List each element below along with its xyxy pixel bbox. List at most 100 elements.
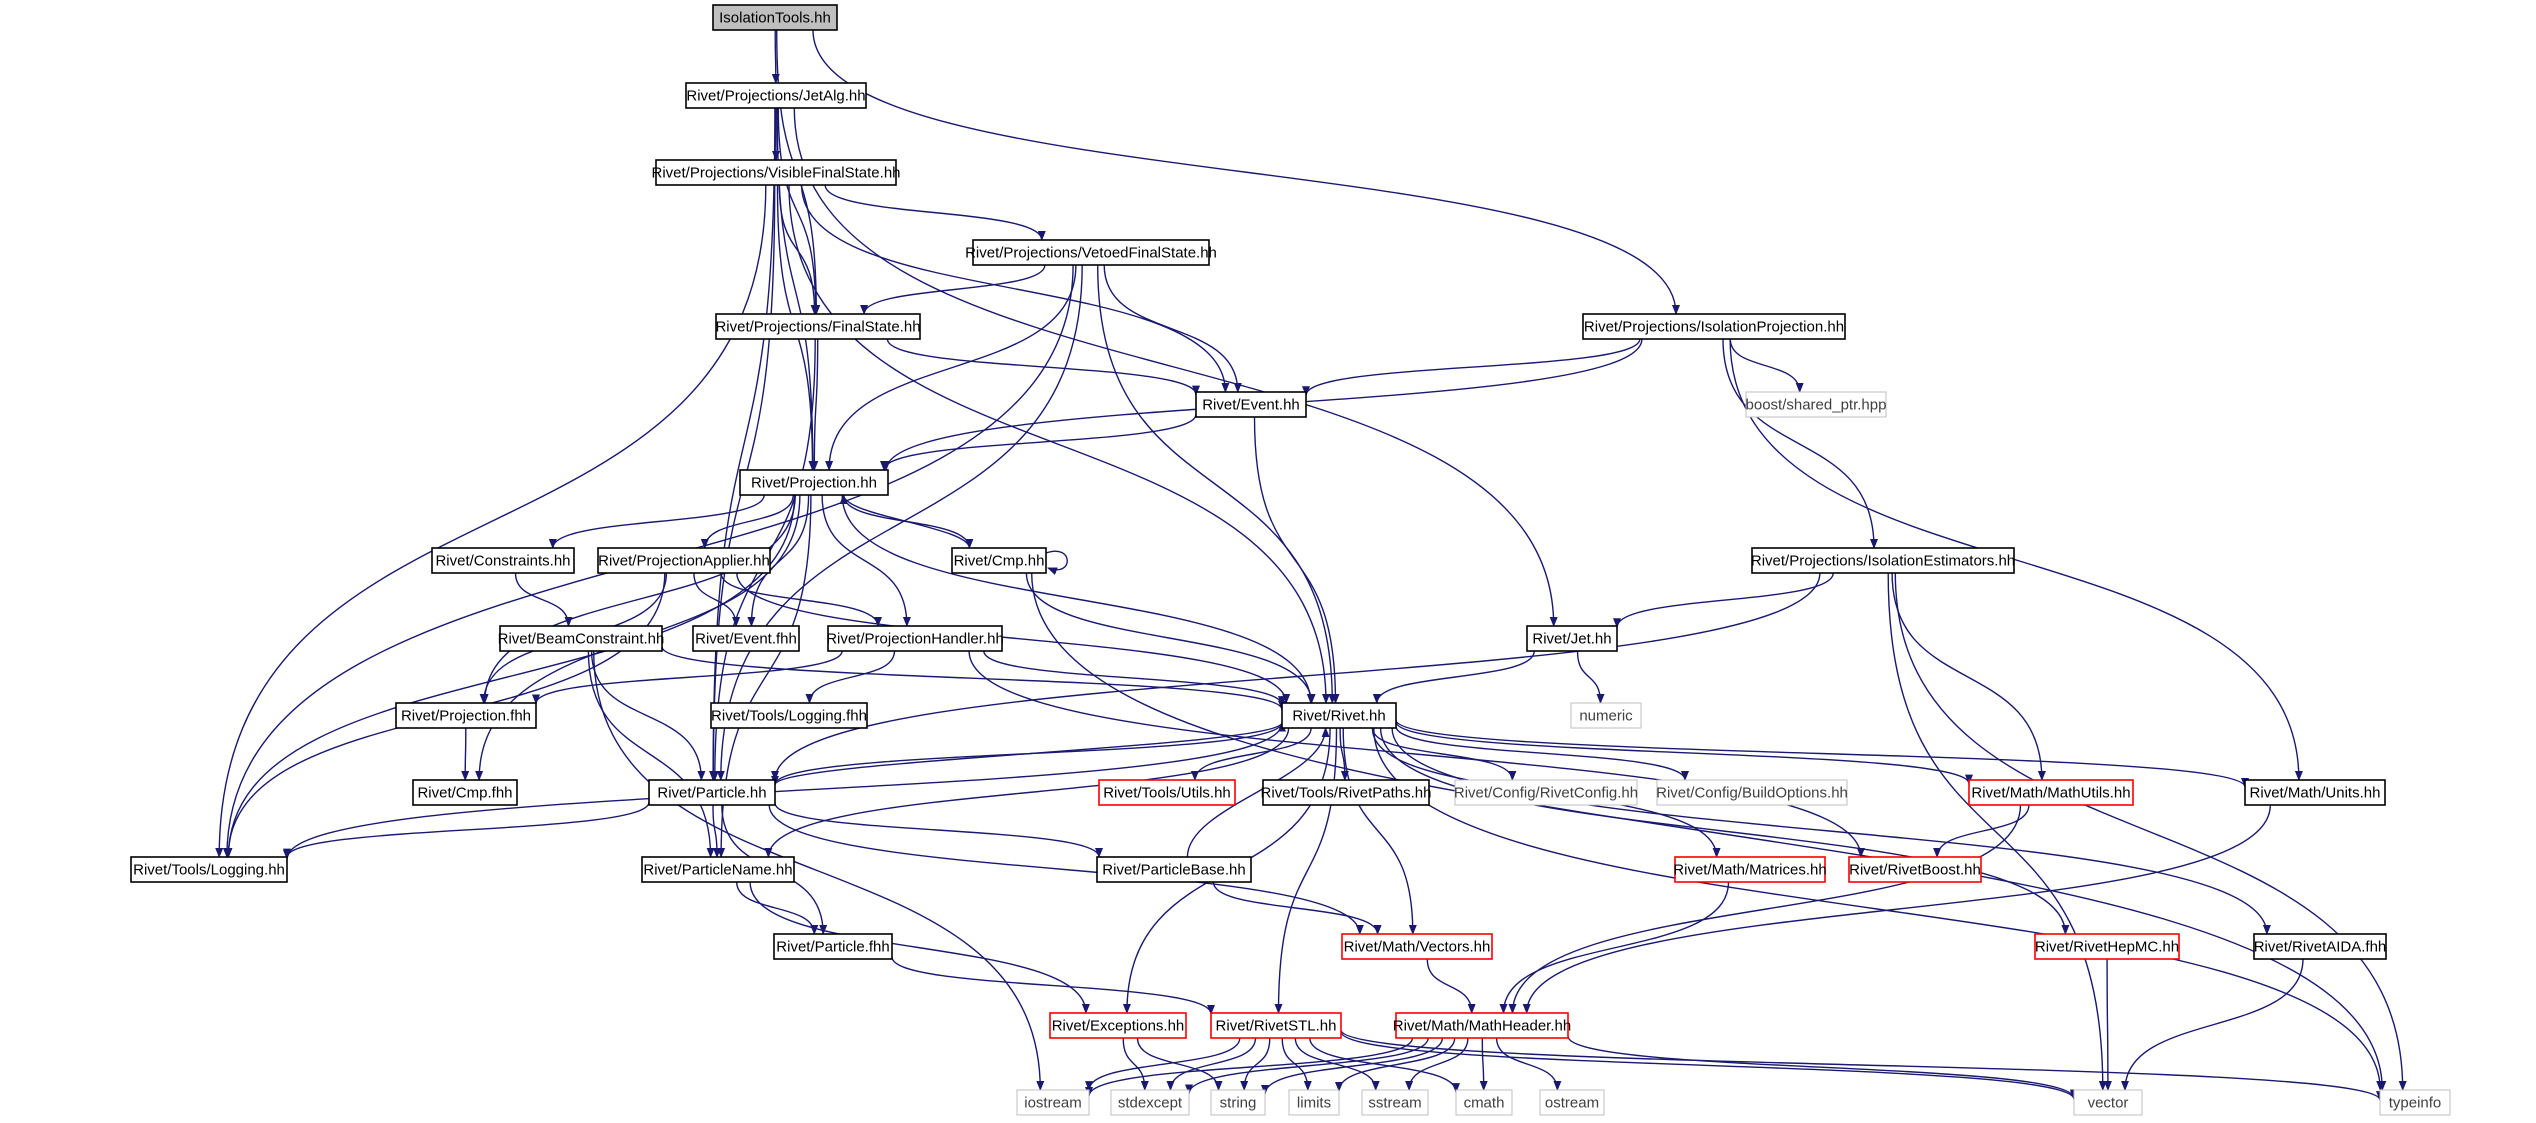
- node-label: Rivet/RivetAIDA.fhh: [2254, 939, 2387, 956]
- node-box: [395, 702, 537, 729]
- edge-Projection-to-Projection_fhh: [480, 494, 796, 704]
- node-box: [827, 625, 1003, 652]
- node-limits: limits: [1288, 1089, 1340, 1116]
- node-Jet[interactable]: Rivet/Jet.hh: [1526, 625, 1618, 652]
- node-FinalState[interactable]: Rivet/Projections/FinalState.hh: [715, 313, 921, 340]
- node-MathHeader[interactable]: Rivet/Math/MathHeader.hh: [1393, 1012, 1571, 1039]
- node-label: Rivet/Projections/VetoedFinalState.hh: [965, 245, 1217, 262]
- edge-IsolationEstimators-to-Particle: [771, 572, 1821, 781]
- node-Particle[interactable]: Rivet/Particle.hh: [648, 779, 776, 806]
- node-Logging[interactable]: Rivet/Tools/Logging.hh: [130, 856, 288, 883]
- edge-BeamConstraint-to-Particle: [590, 650, 706, 781]
- node-label: Rivet/Event.fhh: [695, 631, 797, 648]
- node-Logging_fhh[interactable]: Rivet/Tools/Logging.fhh: [710, 702, 868, 729]
- node-Exceptions[interactable]: Rivet/Exceptions.hh: [1049, 1012, 1187, 1039]
- edge-IsolationTools-to-IsolationProjection: [812, 29, 1680, 315]
- node-label: Rivet/BeamConstraint.hh: [498, 631, 665, 648]
- node-Utils[interactable]: Rivet/Tools/Utils.hh: [1098, 779, 1236, 806]
- edge-VisibleFinalState-to-FinalState: [778, 184, 819, 315]
- node-Matrices[interactable]: Rivet/Math/Matrices.hh: [1673, 856, 1827, 883]
- node-IsolationEstimators[interactable]: Rivet/Projections/IsolationEstimators.hh: [1751, 547, 2015, 574]
- edge-Rivet-to-MathUtils: [1395, 721, 1973, 785]
- edge-Rivet-to-RivetAIDA: [1391, 727, 2271, 935]
- node-VetoedFinalState[interactable]: Rivet/Projections/VetoedFinalState.hh: [965, 239, 1217, 266]
- edge-Rivet-to-Vectors: [1342, 727, 1417, 935]
- node-label: sstream: [1368, 1095, 1421, 1112]
- edge-Exceptions-to-stdexcept: [1122, 1037, 1149, 1091]
- node-label: boost/shared_ptr.hpp: [1746, 397, 1887, 414]
- edge-Rivet-to-RivetConfig: [1371, 727, 1517, 781]
- node-label: Rivet/Tools/Logging.fhh: [711, 708, 867, 725]
- edge-VetoedFinalState-to-Projection: [825, 264, 1077, 471]
- edge-Rivet-to-ParticleName: [764, 727, 1290, 858]
- node-Projection[interactable]: Rivet/Projection.hh: [739, 469, 889, 496]
- node-box: [2379, 1089, 2451, 1116]
- node-Rivet[interactable]: Rivet/Rivet.hh: [1281, 702, 1397, 729]
- node-Cmp[interactable]: Rivet/Cmp.hh: [951, 547, 1047, 574]
- edge-ProjectionHandler-to-Logging_fhh: [805, 650, 896, 704]
- edge-JetAlg-to-Jet: [793, 107, 1558, 627]
- node-iostream: iostream: [1016, 1089, 1090, 1116]
- node-box: [692, 625, 800, 652]
- node-Cmp_fhh[interactable]: Rivet/Cmp.fhh: [412, 779, 518, 806]
- node-box: [712, 4, 838, 31]
- edge-MathHeader-to-sstream: [1405, 1037, 1469, 1091]
- node-Vectors[interactable]: Rivet/Math/Vectors.hh: [1341, 933, 1493, 960]
- node-BeamConstraint[interactable]: Rivet/BeamConstraint.hh: [498, 625, 665, 652]
- edge-ProjectionApplier-to-Event_fhh: [693, 572, 741, 627]
- edge-Rivet-to-Units: [1395, 719, 2249, 788]
- node-label: Rivet/Exceptions.hh: [1052, 1018, 1185, 1035]
- node-Event[interactable]: Rivet/Event.hh: [1195, 391, 1307, 418]
- edge-Rivet-to-Utils: [1190, 727, 1312, 781]
- edge-FinalState-to-Projection: [810, 338, 819, 471]
- node-RivetBoost[interactable]: Rivet/RivetBoost.hh: [1848, 856, 1982, 883]
- node-layer: IsolationTools.hhRivet/Projections/JetAl…: [130, 4, 2451, 1116]
- node-ParticleName[interactable]: Rivet/ParticleName.hh: [641, 856, 795, 883]
- edge-ParticleBase-to-Rivet: [1186, 727, 1330, 858]
- node-IsolationProjection[interactable]: Rivet/Projections/IsolationProjection.hh: [1582, 313, 1846, 340]
- node-RivetSTL[interactable]: Rivet/RivetSTL.hh: [1210, 1012, 1342, 1039]
- node-Units[interactable]: Rivet/Math/Units.hh: [2244, 779, 2386, 806]
- node-MathUtils[interactable]: Rivet/Math/MathUtils.hh: [1968, 779, 2134, 806]
- edge-Cmp-to-Rivet: [1025, 572, 1316, 704]
- node-RivetHepMC[interactable]: Rivet/RivetHepMC.hh: [2034, 933, 2180, 960]
- node-box: [648, 779, 776, 806]
- edge-RivetSTL-to-stdexcept: [1166, 1037, 1257, 1091]
- node-VisibleFinalState[interactable]: Rivet/Projections/VisibleFinalState.hh: [651, 159, 901, 186]
- node-RivetAIDA[interactable]: Rivet/RivetAIDA.fhh: [2253, 933, 2387, 960]
- node-JetAlg[interactable]: Rivet/Projections/JetAlg.hh: [685, 82, 867, 109]
- node-box: [1195, 391, 1307, 418]
- edge-RivetSTL-to-typeinfo: [1340, 1029, 2384, 1102]
- edge-RivetSTL-to-sstream: [1294, 1037, 1380, 1091]
- node-box: [1539, 1089, 1605, 1116]
- node-Particle_fhh[interactable]: Rivet/Particle.fhh: [773, 933, 893, 960]
- node-box: [1570, 702, 1642, 729]
- node-ProjectionHandler[interactable]: Rivet/ProjectionHandler.hh: [826, 625, 1004, 652]
- edge-MathHeader-to-limits: [1335, 1037, 1456, 1092]
- node-box: [1656, 779, 1848, 806]
- node-RivetPaths[interactable]: Rivet/Tools/RivetPaths.hh: [1261, 779, 1432, 806]
- edge-ProjectionHandler-to-Projection_fhh: [532, 650, 843, 705]
- edge-MathHeader-to-cmath: [1479, 1037, 1488, 1091]
- node-string: string: [1210, 1089, 1266, 1116]
- node-Constraints[interactable]: Rivet/Constraints.hh: [431, 547, 575, 574]
- node-ProjectionApplier[interactable]: Rivet/ProjectionApplier.hh: [597, 547, 771, 574]
- node-Projection_fhh[interactable]: Rivet/Projection.fhh: [395, 702, 537, 729]
- node-Event_fhh[interactable]: Rivet/Event.fhh: [692, 625, 800, 652]
- node-IsolationTools[interactable]: IsolationTools.hh: [712, 4, 838, 31]
- node-label: Rivet/Tools/RivetPaths.hh: [1261, 785, 1432, 802]
- node-box: [412, 779, 518, 806]
- edge-MathUtils-to-RivetBoost: [1933, 804, 2030, 858]
- edge-Rivet-to-BuildOptions: [1395, 725, 1689, 781]
- node-box: [1288, 1089, 1340, 1116]
- node-box: [1096, 856, 1252, 883]
- edge-IsolationProjection-to-IsolationEstimators: [1722, 338, 1878, 549]
- node-label: Rivet/ProjectionHandler.hh: [826, 631, 1004, 648]
- node-box: [130, 856, 288, 883]
- node-box: [773, 933, 893, 960]
- edge-RivetAIDA-to-vector: [2121, 958, 2304, 1091]
- node-ParticleBase[interactable]: Rivet/ParticleBase.hh: [1096, 856, 1252, 883]
- edge-ProjectionHandler-to-RivetBoost: [968, 650, 1865, 858]
- node-sstream: sstream: [1361, 1089, 1429, 1116]
